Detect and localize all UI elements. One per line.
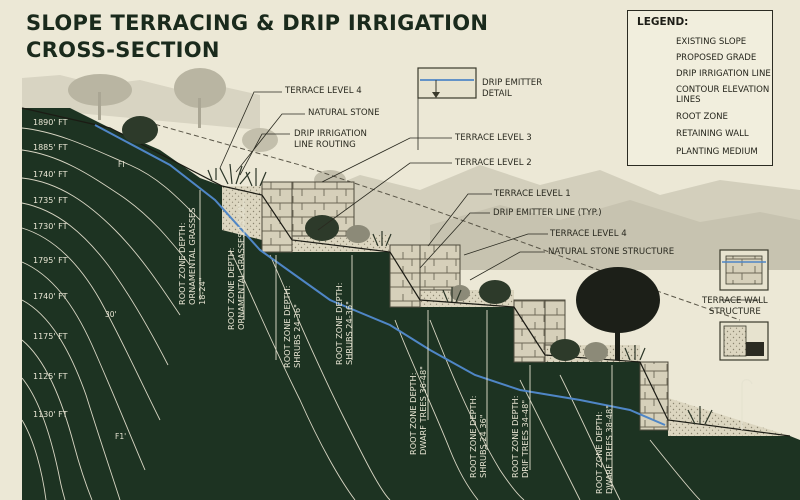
root-zone-label-5-line-2: DWARF TREES 36-48" (418, 366, 428, 455)
shrubs (122, 116, 608, 362)
legend-item-contour-lines: CONTOUR ELEVATION LINES (676, 85, 770, 105)
legend-title: LEGEND: (637, 16, 689, 28)
legend: LEGEND: EXISTING SLOPE PROPOSED GRADE DR… (627, 10, 773, 166)
label-drip-irrigation-routing: DRIP IRRIGATION LINE ROUTING (294, 129, 367, 151)
drip-irrigation-line (94, 124, 666, 426)
label-drip-emitter-detail: DRIP EMITTER DETAIL (482, 78, 542, 100)
root-zone-label-2: ROOT ZONE DEPTH: ORNAMENTAL GRASSES 18 2… (226, 203, 246, 330)
root-zone-leaders (199, 190, 613, 490)
elevation-label-3: 1740' FT (33, 170, 68, 179)
elevation-label-10: 1130' FT (33, 410, 68, 419)
label-terrace-level-3: TERRACE LEVEL 3 (455, 133, 532, 143)
minor-label-f1: F1' (115, 432, 127, 441)
root-zone-label-4-line-2: SHRUBS 24-36" (344, 301, 354, 365)
elevation-label-8: 1175' FT (33, 332, 68, 341)
legend-item-root-zone: ROOT ZONE (676, 112, 728, 122)
title-line-1: SLOPE TERRACING & DRIP IRRIGATION (26, 11, 489, 35)
root-zone-label-4: ROOT ZONE DEPTH: SHRUBS 24-36" (334, 283, 354, 365)
label-drip-emitter-detail-line-1: DRIP EMITTER (482, 78, 543, 88)
root-zone-label-6: ROOT ZONE DEPTH: SHRUBS 24 36" (468, 396, 488, 478)
elevation-label-7: 1740' FT (33, 292, 68, 301)
legend-item-planting-medium: PLANTING MEDIUM (676, 147, 758, 157)
elevation-label-1: 1890' FT (33, 118, 68, 127)
label-drip-irrigation-routing-line-2: LINE ROUTING (294, 140, 356, 150)
root-zone-label-6-line-1: ROOT ZONE DEPTH: (468, 395, 478, 478)
label-drip-irrigation-routing-line-1: DRIP IRRIGATION (294, 129, 367, 139)
elevation-label-6: 1795' FT (33, 256, 68, 265)
grasses (207, 163, 713, 425)
drip-emitter-detail (417, 67, 477, 99)
terrace-wall-structure-detail (719, 249, 769, 361)
root-zone-label-3-line-2: SHRUBS 24-36" (292, 304, 302, 368)
contour-lines (21, 127, 701, 500)
minor-label-30: 30' (105, 310, 117, 319)
root-zone-label-5: ROOT ZONE DEPTH: DWARF TREES 36-48" (408, 366, 428, 455)
root-zone-label-5-line-1: ROOT ZONE DEPTH: (408, 372, 418, 455)
root-zone-label-4-line-1: ROOT ZONE DEPTH: (334, 282, 344, 365)
label-natural-stone-structure: NATURAL STONE STRUCTURE (548, 247, 675, 257)
label-terrace-wall-structure-line-1: TERRACE WALL (702, 296, 768, 306)
root-zone-label-2-line-1: ROOT ZONE DEPTH: (226, 247, 236, 330)
label-drip-emitter-detail-line-2: DETAIL (482, 89, 512, 99)
legend-item-retaining-wall: RETAINING WALL (676, 129, 749, 139)
emitter-riser (741, 378, 753, 430)
label-drip-emitter-line: DRIP EMITTER LINE (TYP.) (493, 208, 602, 218)
title-line-2: CROSS-SECTION (26, 38, 220, 62)
root-zone-label-7: ROOT ZONE DEPTH: DRIF TREES 34-48" (510, 396, 530, 478)
label-terrace-level-1: TERRACE LEVEL 1 (494, 189, 571, 199)
root-zone-label-8-line-1: ROOT ZONE DEPTH: (594, 411, 604, 494)
elevation-label-4: 1735' FT (33, 196, 68, 205)
elevation-label-2: 1885' FT (33, 143, 68, 152)
feature-tree (576, 267, 660, 360)
root-zone-label-8-line-2: DWARF TREES 38-48" (604, 405, 614, 494)
legend-item-drip-irrigation-line: DRIP IRRIGATION LINE (676, 69, 771, 79)
root-zone-label-8: ROOT ZONE DEPTH: DWARF TREES 38-48" (594, 405, 614, 494)
root-zone-label-6-line-2: SHRUBS 24 36" (478, 414, 488, 478)
diagram-title: SLOPE TERRACING & DRIP IRRIGATION CROSS-… (26, 10, 488, 64)
legend-item-existing-slope: EXISTING SLOPE (676, 37, 747, 47)
label-terrace-wall-structure: TERRACE WALL STRUCTURE (702, 296, 768, 318)
root-zone-label-1-line-1: ROOT ZONE DEPTH: (177, 222, 187, 305)
root-zone-label-3: ROOT ZONE DEPTH: SHRUBS 24-36" (282, 286, 302, 368)
existing-slope-line (21, 107, 791, 437)
label-terrace-level-2: TERRACE LEVEL 2 (455, 158, 532, 168)
root-zone-label-7-line-2: DRIF TREES 34-48" (520, 399, 530, 478)
minor-label-fi: FI (118, 160, 125, 169)
root-zone-label-2-line-2: ORNAMENTAL GRASSES 18 24" (236, 202, 246, 330)
root-zone-label-3-line-1: ROOT ZONE DEPTH: (282, 285, 292, 368)
root-zone-label-1: ROOT ZONE DEPTH: ORNAMENTAL GRASSES 18-2… (177, 208, 207, 305)
elevation-label-9: 1125' FT (33, 372, 68, 381)
label-natural-stone: NATURAL STONE (308, 108, 380, 118)
elevation-label-5: 1730' FT (33, 222, 68, 231)
root-zone-label-7-line-1: ROOT ZONE DEPTH: (510, 395, 520, 478)
legend-item-proposed-grade: PROPOSED GRADE (676, 53, 757, 63)
label-terrace-wall-structure-line-2: STRUCTURE (708, 307, 761, 317)
root-zone-label-1-line-3: 18-24" (197, 277, 207, 305)
callout-leaders (219, 91, 760, 301)
label-terrace-level-4-lower: TERRACE LEVEL 4 (550, 229, 627, 239)
ground-mass (22, 108, 800, 500)
root-zone-label-1-line-2: ORNAMENTAL GRASSES (187, 207, 197, 305)
label-terrace-level-4-top: TERRACE LEVEL 4 (285, 86, 362, 96)
